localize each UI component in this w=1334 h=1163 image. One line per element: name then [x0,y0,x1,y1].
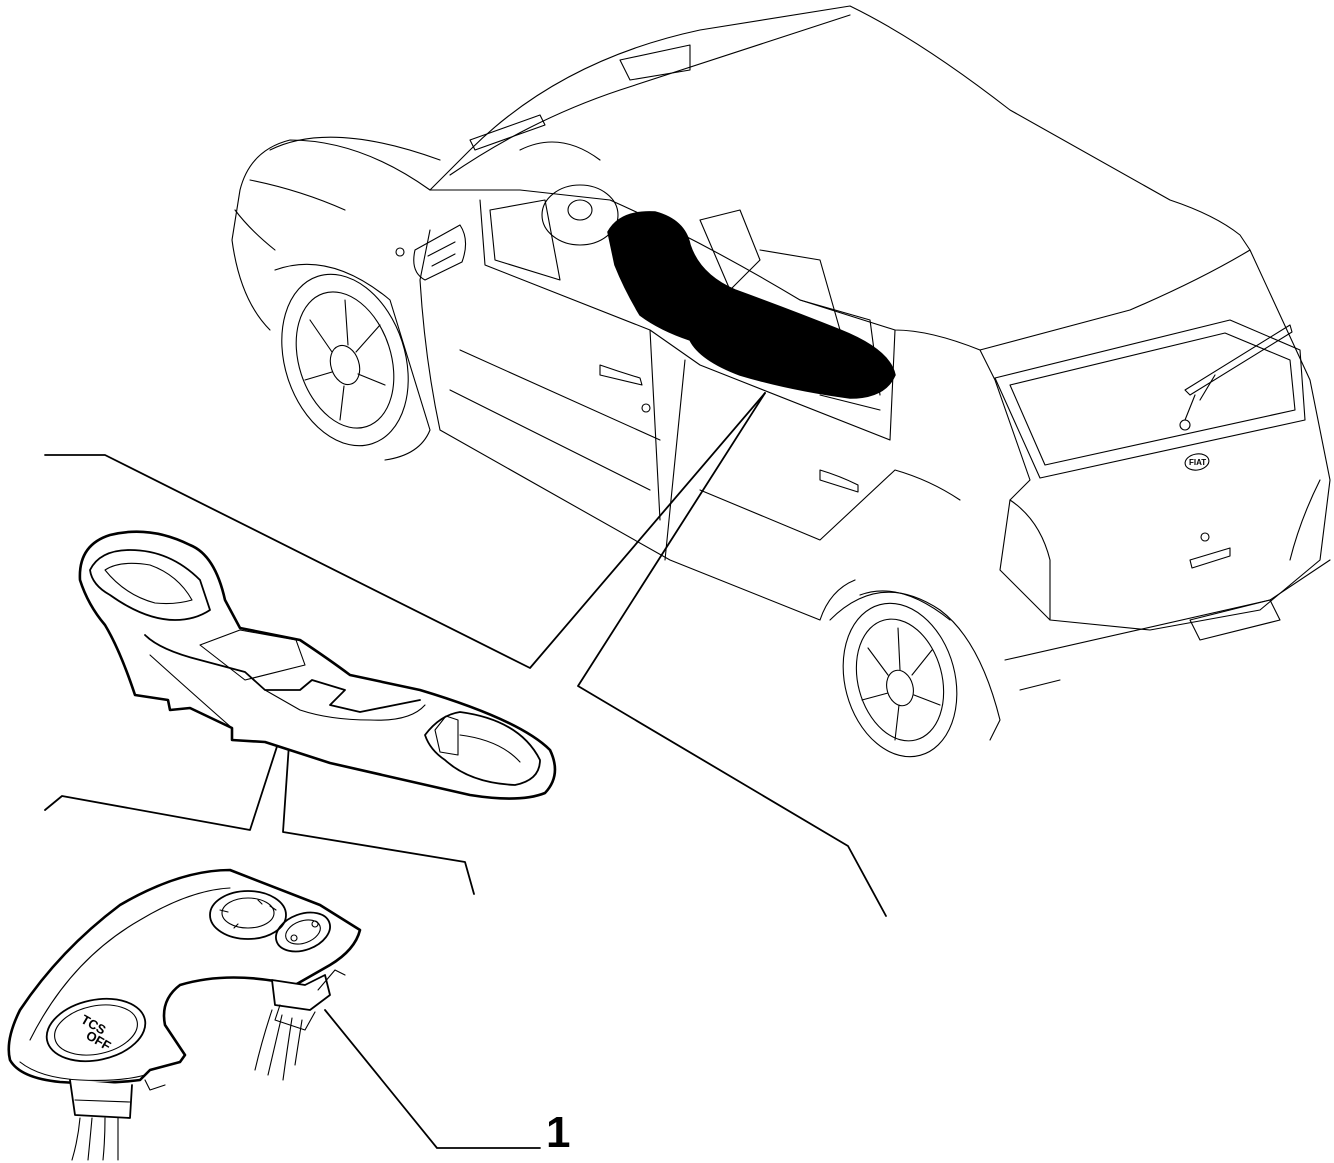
mirror-adjust-knob [209,890,287,940]
callout-number: 1 [546,1108,570,1157]
front-wheel [281,273,409,447]
center-console-tray [78,530,557,800]
connector-right [254,969,346,1081]
rear-badge: FIAT [1184,453,1210,471]
callout-1: 1 [324,1009,570,1157]
connector-left [69,1079,166,1161]
car-illustration: FIAT [231,5,1331,758]
side-mirror [413,224,467,281]
highlighted-center-console [607,211,896,399]
rear-wheel [842,602,958,758]
switch-panel-part-1: TCS OFF [7,868,362,1161]
selector-button [275,911,331,953]
leader-lines [44,392,887,917]
rear-badge-text: FIAT [1189,458,1206,467]
